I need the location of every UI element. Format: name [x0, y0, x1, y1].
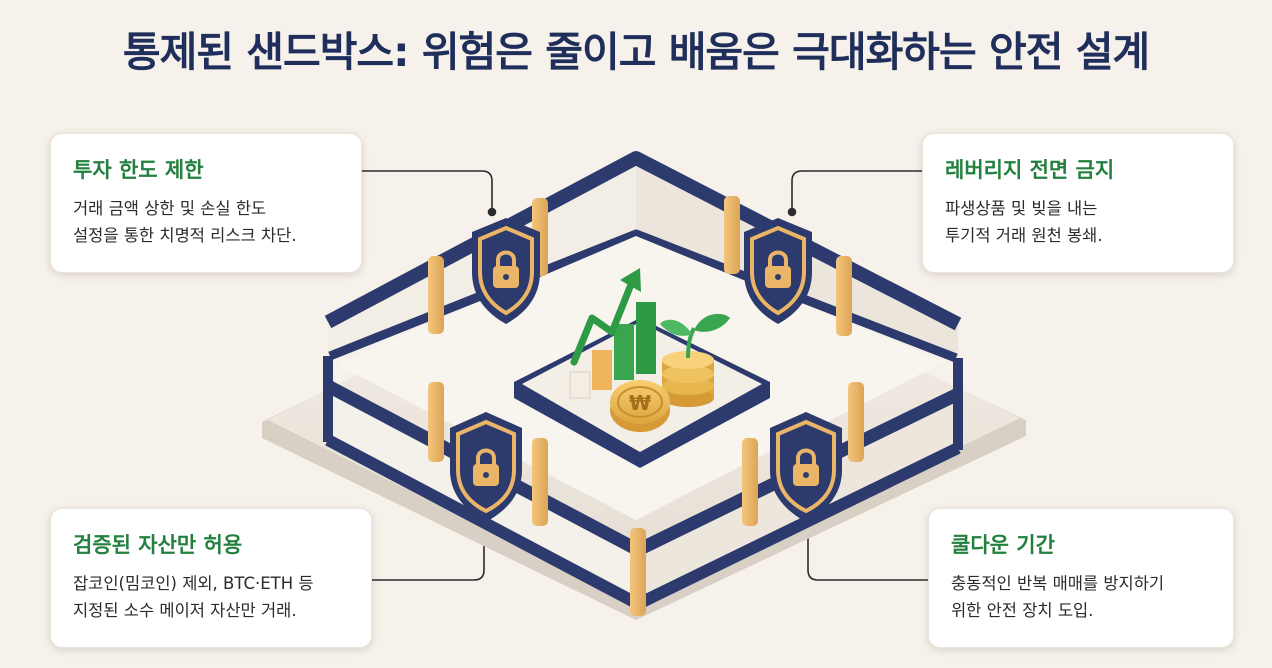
won-coin-icon: ₩: [610, 380, 670, 432]
card-heading: 레버리지 전면 금지: [945, 158, 1115, 182]
card-description: 거래 금액 상한 및 손실 한도 설정을 통한 치명적 리스크 차단.: [73, 195, 339, 249]
card-line: 지정된 소수 메이저 자산만 거래.: [73, 601, 297, 620]
shield-lock-icon: [770, 412, 842, 522]
card-description: 충동적인 반복 매매를 방지하기 위한 안전 장치 도입.: [951, 570, 1211, 624]
card-line: 투기적 거래 원천 봉쇄.: [945, 226, 1103, 245]
up-arrow-icon: [570, 268, 641, 366]
bar-chart-icon: [569, 302, 656, 399]
card-leverage-ban: 레버리지 전면 금지 파생상품 및 빚을 내는 투기적 거래 원천 봉쇄.: [922, 133, 1234, 273]
gold-clamps: [428, 196, 864, 616]
card-heading: 투자 한도 제한: [73, 158, 204, 182]
coin-symbol: ₩: [629, 391, 651, 415]
card-heading: 검증된 자산만 허용: [73, 533, 243, 557]
sprout-icon: [660, 313, 730, 359]
card-heading: 쿨다운 기간: [951, 533, 1055, 557]
connector-top-left: [362, 170, 493, 212]
connector-bottom-right: [807, 520, 928, 581]
shield-lock-icon: [472, 218, 540, 324]
page-title: 통제된 샌드박스: 위험은 줄이고 배움은 극대화하는 안전 설계: [122, 28, 1150, 76]
card-verified-assets: 검증된 자산만 허용 잡코인(밈코인) 제외, BTC·ETH 등 지정된 소수…: [50, 508, 372, 648]
shield-lock-icon: [450, 412, 522, 522]
card-line: 잡코인(밈코인) 제외, BTC·ETH 등: [73, 574, 314, 593]
card-cooldown: 쿨다운 기간 충동적인 반복 매매를 방지하기 위한 안전 장치 도입.: [928, 508, 1234, 648]
card-line: 충동적인 반복 매매를 방지하기: [951, 574, 1165, 593]
card-line: 설정을 통한 치명적 리스크 차단.: [73, 226, 297, 245]
card-line: 거래 금액 상한 및 손실 한도: [73, 199, 267, 218]
card-investment-limit: 투자 한도 제한 거래 금액 상한 및 손실 한도 설정을 통한 치명적 리스크…: [50, 133, 362, 273]
shield-lock-icon: [744, 218, 812, 324]
card-description: 파생상품 및 빚을 내는 투기적 거래 원천 봉쇄.: [945, 195, 1211, 249]
coin-stack-icon: [662, 351, 714, 407]
card-line: 파생상품 및 빚을 내는: [945, 199, 1098, 218]
card-line: 위한 안전 장치 도입.: [951, 601, 1094, 620]
connector-bottom-left: [372, 520, 485, 581]
card-description: 잡코인(밈코인) 제외, BTC·ETH 등 지정된 소수 메이저 자산만 거래…: [73, 570, 349, 624]
connector-top-right: [791, 170, 922, 212]
